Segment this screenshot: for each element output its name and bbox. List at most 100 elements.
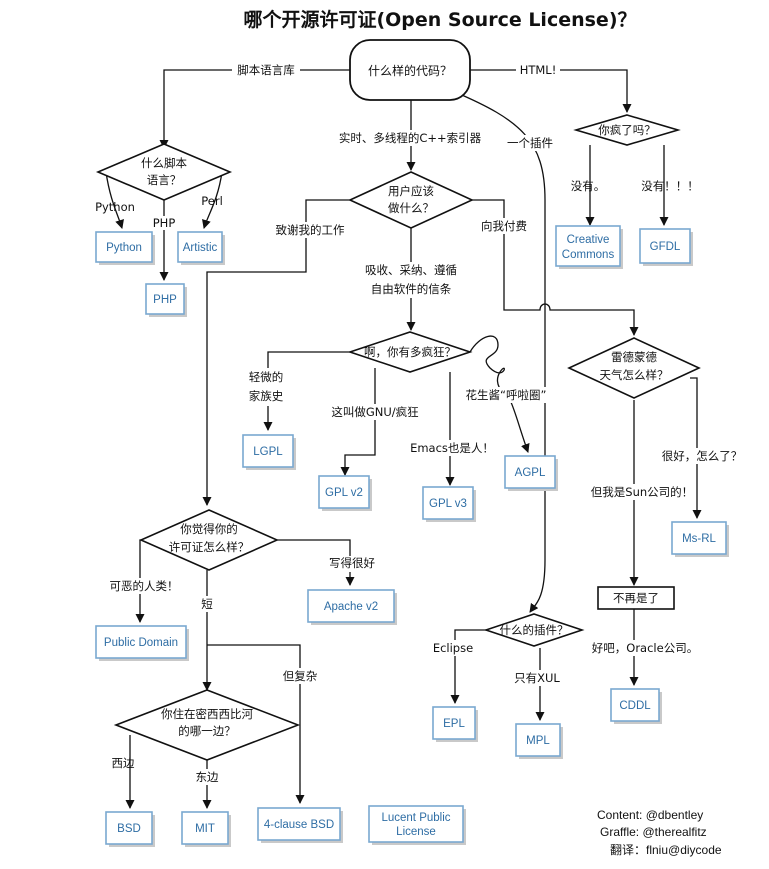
license-4-clause-bsd — [257, 807, 341, 841]
license-bsd-label: BSD — [117, 823, 141, 835]
label-very-good: 很好，怎么了？ — [662, 449, 743, 463]
decision-how-crazy — [347, 331, 473, 373]
start-node — [349, 39, 471, 101]
edge-python — [105, 171, 124, 229]
label-short: 短 — [201, 597, 213, 611]
label-no1: 没有。 — [571, 179, 606, 193]
edge-but-complex — [207, 644, 305, 804]
license-lgpl — [242, 434, 294, 468]
label-eclipse: Eclipse — [433, 641, 473, 655]
license-php-label: PHP — [153, 294, 177, 306]
license-agpl — [504, 455, 556, 489]
edge-perl — [202, 171, 223, 229]
edge-script-lib — [159, 69, 350, 149]
license-gfdl — [639, 228, 691, 264]
license-bsd — [105, 811, 153, 845]
license-lucent — [368, 805, 464, 843]
label-free-sw: 自由软件的信条 — [371, 282, 452, 296]
decision-crazy — [573, 114, 681, 146]
label-fine-oracle: 好吧，Oracle公司。 — [592, 641, 698, 655]
decision-redmond — [567, 337, 701, 399]
license-4-clause-bsd-label: 4-clause BSD — [264, 819, 334, 831]
license-mpl — [515, 723, 561, 757]
edge-labels: 脚本语言库 HTML! 实时、多线程的C++索引器 一个插件 Python PH… — [95, 62, 744, 785]
credit-content: Content: @dbentley — [597, 808, 703, 822]
license-python — [95, 231, 153, 263]
label-realtime: 实时、多线程的C++索引器 — [339, 131, 482, 145]
decision-not-anymore — [597, 586, 675, 610]
decision-plugin — [483, 613, 585, 647]
license-cc-l2: Commons — [562, 249, 615, 261]
decision-not-anymore-label: 不再是了 — [613, 591, 659, 605]
chart-title: 哪个开源许可证(Open Source License)？ — [243, 8, 636, 31]
label-script-lib: 脚本语言库 — [237, 63, 295, 77]
license-msrl — [671, 521, 727, 555]
credit-graffle: Graffle: @therealfitz — [600, 825, 707, 839]
license-boxes: Python Artistic PHP Creative Commons GFD… — [95, 225, 729, 847]
label-emacs: Emacs也是人！ — [410, 441, 494, 455]
credit-translate: 翻译：flniu@diycode — [610, 843, 722, 857]
license-cddl-label: CDDL — [619, 700, 651, 712]
license-lgpl-label: LGPL — [253, 446, 283, 458]
decision-crazy-label: 你疯了吗？ — [598, 123, 656, 137]
label-xul-only: 只有XUL — [514, 671, 560, 685]
label-perl: Perl — [201, 194, 223, 208]
license-apache — [307, 589, 395, 623]
license-gplv3 — [422, 486, 474, 520]
license-gfdl-label: GFDL — [650, 241, 681, 253]
start-node-label: 什么样的代码？ — [368, 63, 452, 78]
label-no2: 没有！！！ — [641, 179, 699, 193]
decision-mississippi-l1: 你住在密西西比河 — [161, 707, 253, 721]
label-php: PHP — [153, 216, 176, 230]
credits: Content: @dbentley Graffle: @therealfitz… — [597, 808, 722, 857]
license-gplv2-label: GPL v2 — [325, 487, 363, 499]
license-creative-commons — [555, 225, 621, 267]
decision-opinion-l2: 许可证怎么样？ — [169, 540, 250, 554]
license-epl-label: EPL — [443, 718, 465, 730]
decision-mississippi-l2: 的哪一边？ — [178, 724, 236, 738]
decision-mississippi — [113, 689, 301, 761]
label-peanut: 花生酱“呼啦圈” — [466, 388, 547, 402]
license-artistic-label: Artistic — [183, 242, 218, 254]
license-cddl — [610, 688, 660, 722]
license-msrl-label: Ms-RL — [682, 533, 716, 545]
label-pay-me: 向我付费 — [481, 219, 527, 233]
decision-opinion — [139, 509, 279, 571]
edge-eclipse — [450, 629, 488, 704]
label-a-plugin: 一个插件 — [507, 136, 553, 150]
license-agpl-label: AGPL — [515, 467, 546, 479]
decision-users — [348, 171, 474, 229]
edge-thank-me — [202, 199, 350, 506]
license-lucent-l2: License — [396, 826, 436, 838]
label-well-written: 写得很好 — [329, 556, 375, 570]
edge-msrl — [690, 377, 702, 519]
decision-opinion-l1: 你觉得你的 — [180, 522, 238, 536]
label-sun: 但我是Sun公司的！ — [591, 485, 693, 499]
decision-script-language-l1: 什么脚本 — [141, 156, 187, 170]
edge-pay-me — [472, 199, 639, 336]
decision-nodes: 什么样的代码？ 什么脚本 语言？ 你疯了吗？ 用户应该 做什么？ 啊，你有多疯狂… — [95, 39, 701, 761]
license-mit-label: MIT — [195, 823, 215, 835]
label-gnu-crazy: 这叫做GNU/疯狂 — [331, 405, 418, 419]
license-cc-l1: Creative — [567, 234, 610, 246]
decision-redmond-l2: 天气怎么样？ — [600, 368, 669, 382]
edge-a-plugin — [454, 91, 546, 613]
label-html: HTML! — [520, 63, 557, 77]
license-python-label: Python — [106, 242, 142, 254]
label-west: 西边 — [112, 756, 135, 770]
decision-users-l2: 做什么？ — [388, 201, 434, 215]
license-mit — [181, 811, 229, 845]
license-lucent-l1: Lucent Public — [381, 812, 450, 824]
license-mpl-label: MPL — [526, 735, 550, 747]
label-thank-me: 致谢我的工作 — [276, 223, 345, 237]
decision-redmond-l1: 雷德蒙德 — [611, 350, 657, 364]
license-gplv2 — [318, 475, 370, 509]
license-artistic — [177, 231, 223, 263]
license-gplv3-label: GPL v3 — [429, 498, 467, 510]
license-php — [145, 283, 185, 315]
label-east: 东边 — [196, 770, 219, 784]
edge-gplv2 — [340, 368, 376, 476]
label-family: 家族史 — [249, 389, 284, 403]
